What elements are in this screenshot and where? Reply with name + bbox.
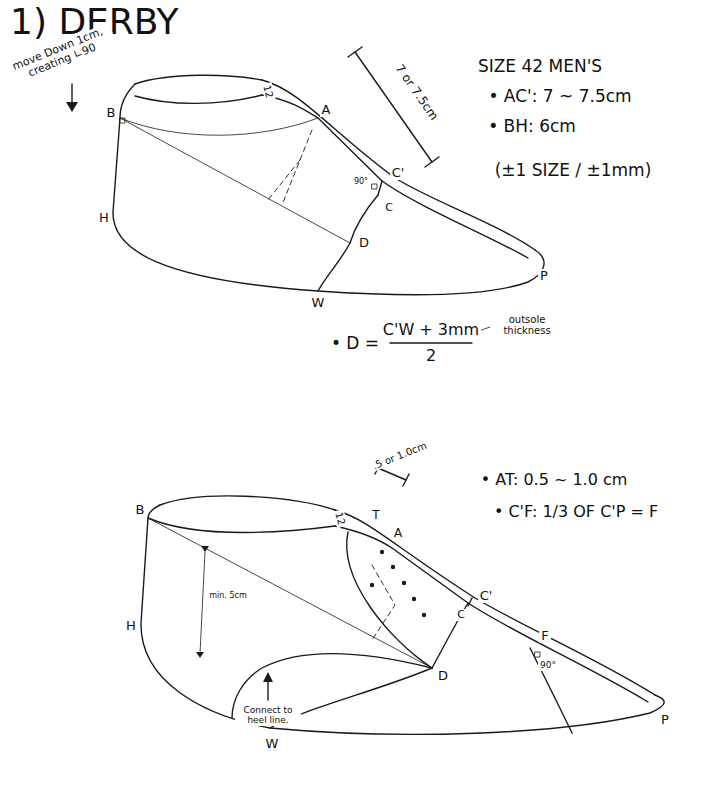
note-arrow	[71, 84, 72, 104]
note: SIZE 42 MEN'S	[476, 57, 604, 76]
formula: C'W + 3mm	[381, 321, 481, 339]
dimension-tick	[425, 157, 439, 167]
eyelet-dot	[412, 597, 416, 601]
dashed-line	[268, 160, 300, 200]
eyelet-dot	[422, 613, 426, 617]
point-label: W	[264, 737, 281, 751]
vamp-line	[318, 195, 378, 291]
formula: 2	[424, 347, 438, 365]
toe-cap-line	[530, 648, 572, 733]
point-label: H	[124, 619, 138, 633]
shoe-outline	[141, 505, 664, 734]
point-label: P	[659, 713, 671, 727]
top-shoe	[66, 47, 544, 343]
right-angle-mark	[372, 184, 377, 189]
quarter-topline	[120, 118, 318, 135]
fraction-line	[390, 342, 472, 343]
dimension-label: .5 or 1.0cm	[370, 438, 431, 471]
point-label: D	[436, 669, 450, 683]
eyelet-dot	[370, 583, 374, 587]
height-line	[200, 552, 205, 654]
formula: • D =	[329, 334, 381, 353]
b-d-line	[148, 518, 432, 668]
strip-outer	[335, 510, 655, 695]
strip-inner	[335, 526, 648, 702]
eyelet-dot	[391, 565, 395, 569]
note: (±1 SIZE / ±1mm)	[493, 161, 654, 180]
note: • BH: 6cm	[486, 117, 578, 136]
dimension-line	[378, 468, 406, 480]
c-tick	[378, 181, 382, 195]
dimension-label: 7 or 7.5cm	[391, 61, 441, 125]
right-angle-mark	[120, 118, 125, 123]
collar-band	[148, 518, 335, 533]
dimension-tick	[403, 474, 409, 486]
point-label: P	[538, 269, 550, 283]
facing-line	[432, 603, 468, 668]
point-label: B	[134, 503, 147, 517]
note-arrow	[267, 680, 268, 700]
point-label: D	[357, 236, 371, 250]
point-label: C'	[478, 589, 495, 603]
c-tick	[468, 598, 472, 606]
arrow-head	[201, 546, 209, 552]
collar-top	[135, 75, 262, 84]
quarter-edge	[347, 532, 432, 668]
arrow-head	[196, 652, 204, 658]
point-label: T	[370, 509, 381, 522]
point-label: C	[455, 609, 467, 621]
collar-top	[160, 496, 335, 510]
point-label: H	[97, 211, 111, 225]
dimension-tick	[348, 47, 362, 57]
point-label: 12	[333, 508, 348, 527]
note: Connect to heel line.	[235, 706, 301, 726]
note: outsole thickness	[493, 314, 561, 336]
point-label: A	[392, 527, 404, 540]
point-label: B	[105, 106, 118, 120]
dimension-label: min. 5cm	[207, 592, 248, 601]
note: • AC': 7 ~ 7.5cm	[486, 87, 633, 106]
b-d-line	[120, 118, 350, 243]
angle-label: 90°	[538, 661, 558, 671]
point-label: A	[320, 103, 333, 117]
point-label: F	[539, 629, 550, 643]
note: • AT: 0.5 ~ 1.0 cm	[479, 471, 630, 489]
arrow-head	[66, 102, 78, 112]
dashed-line	[372, 565, 395, 640]
eyelet-dot	[380, 550, 384, 554]
bottom-shoe	[141, 462, 664, 734]
note: • C'F: 1/3 OF C'P = F	[492, 503, 660, 521]
eyelet-dot	[402, 581, 406, 585]
point-label: 12	[261, 81, 276, 100]
arrow-head	[263, 672, 273, 682]
dashed-line	[282, 130, 312, 205]
right-angle-mark	[535, 652, 540, 657]
collar-inner	[135, 95, 262, 103]
point-label: W	[310, 296, 327, 310]
point-label: C'	[390, 166, 407, 180]
angle-label: 90°	[352, 178, 370, 187]
point-label: C	[383, 202, 395, 214]
shoe-outline	[113, 84, 544, 295]
